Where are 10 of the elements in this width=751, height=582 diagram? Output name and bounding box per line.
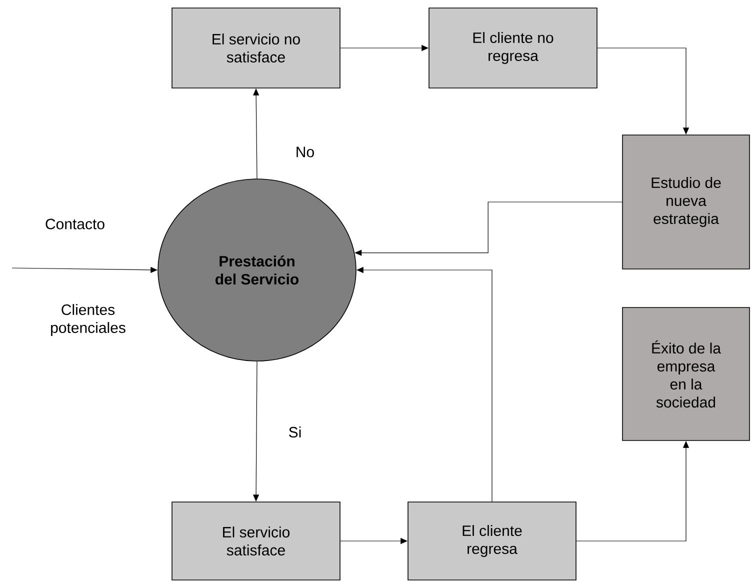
- process-box: El servicio no satisface: [172, 8, 340, 88]
- process-box: El cliente no regresa: [428, 8, 598, 88]
- process-box: Estudio de nueva estrategia: [622, 134, 750, 270]
- process-box: El cliente regresa: [408, 502, 576, 580]
- process-box: Éxito de la empresa en la sociedad: [622, 307, 750, 441]
- text-label: Clientes potenciales: [51, 304, 126, 336]
- process-box: El servicio satisface: [172, 502, 340, 580]
- edge-label: Si: [289, 426, 301, 438]
- edge-label: Contacto: [46, 218, 104, 230]
- edge-label: No: [296, 146, 314, 158]
